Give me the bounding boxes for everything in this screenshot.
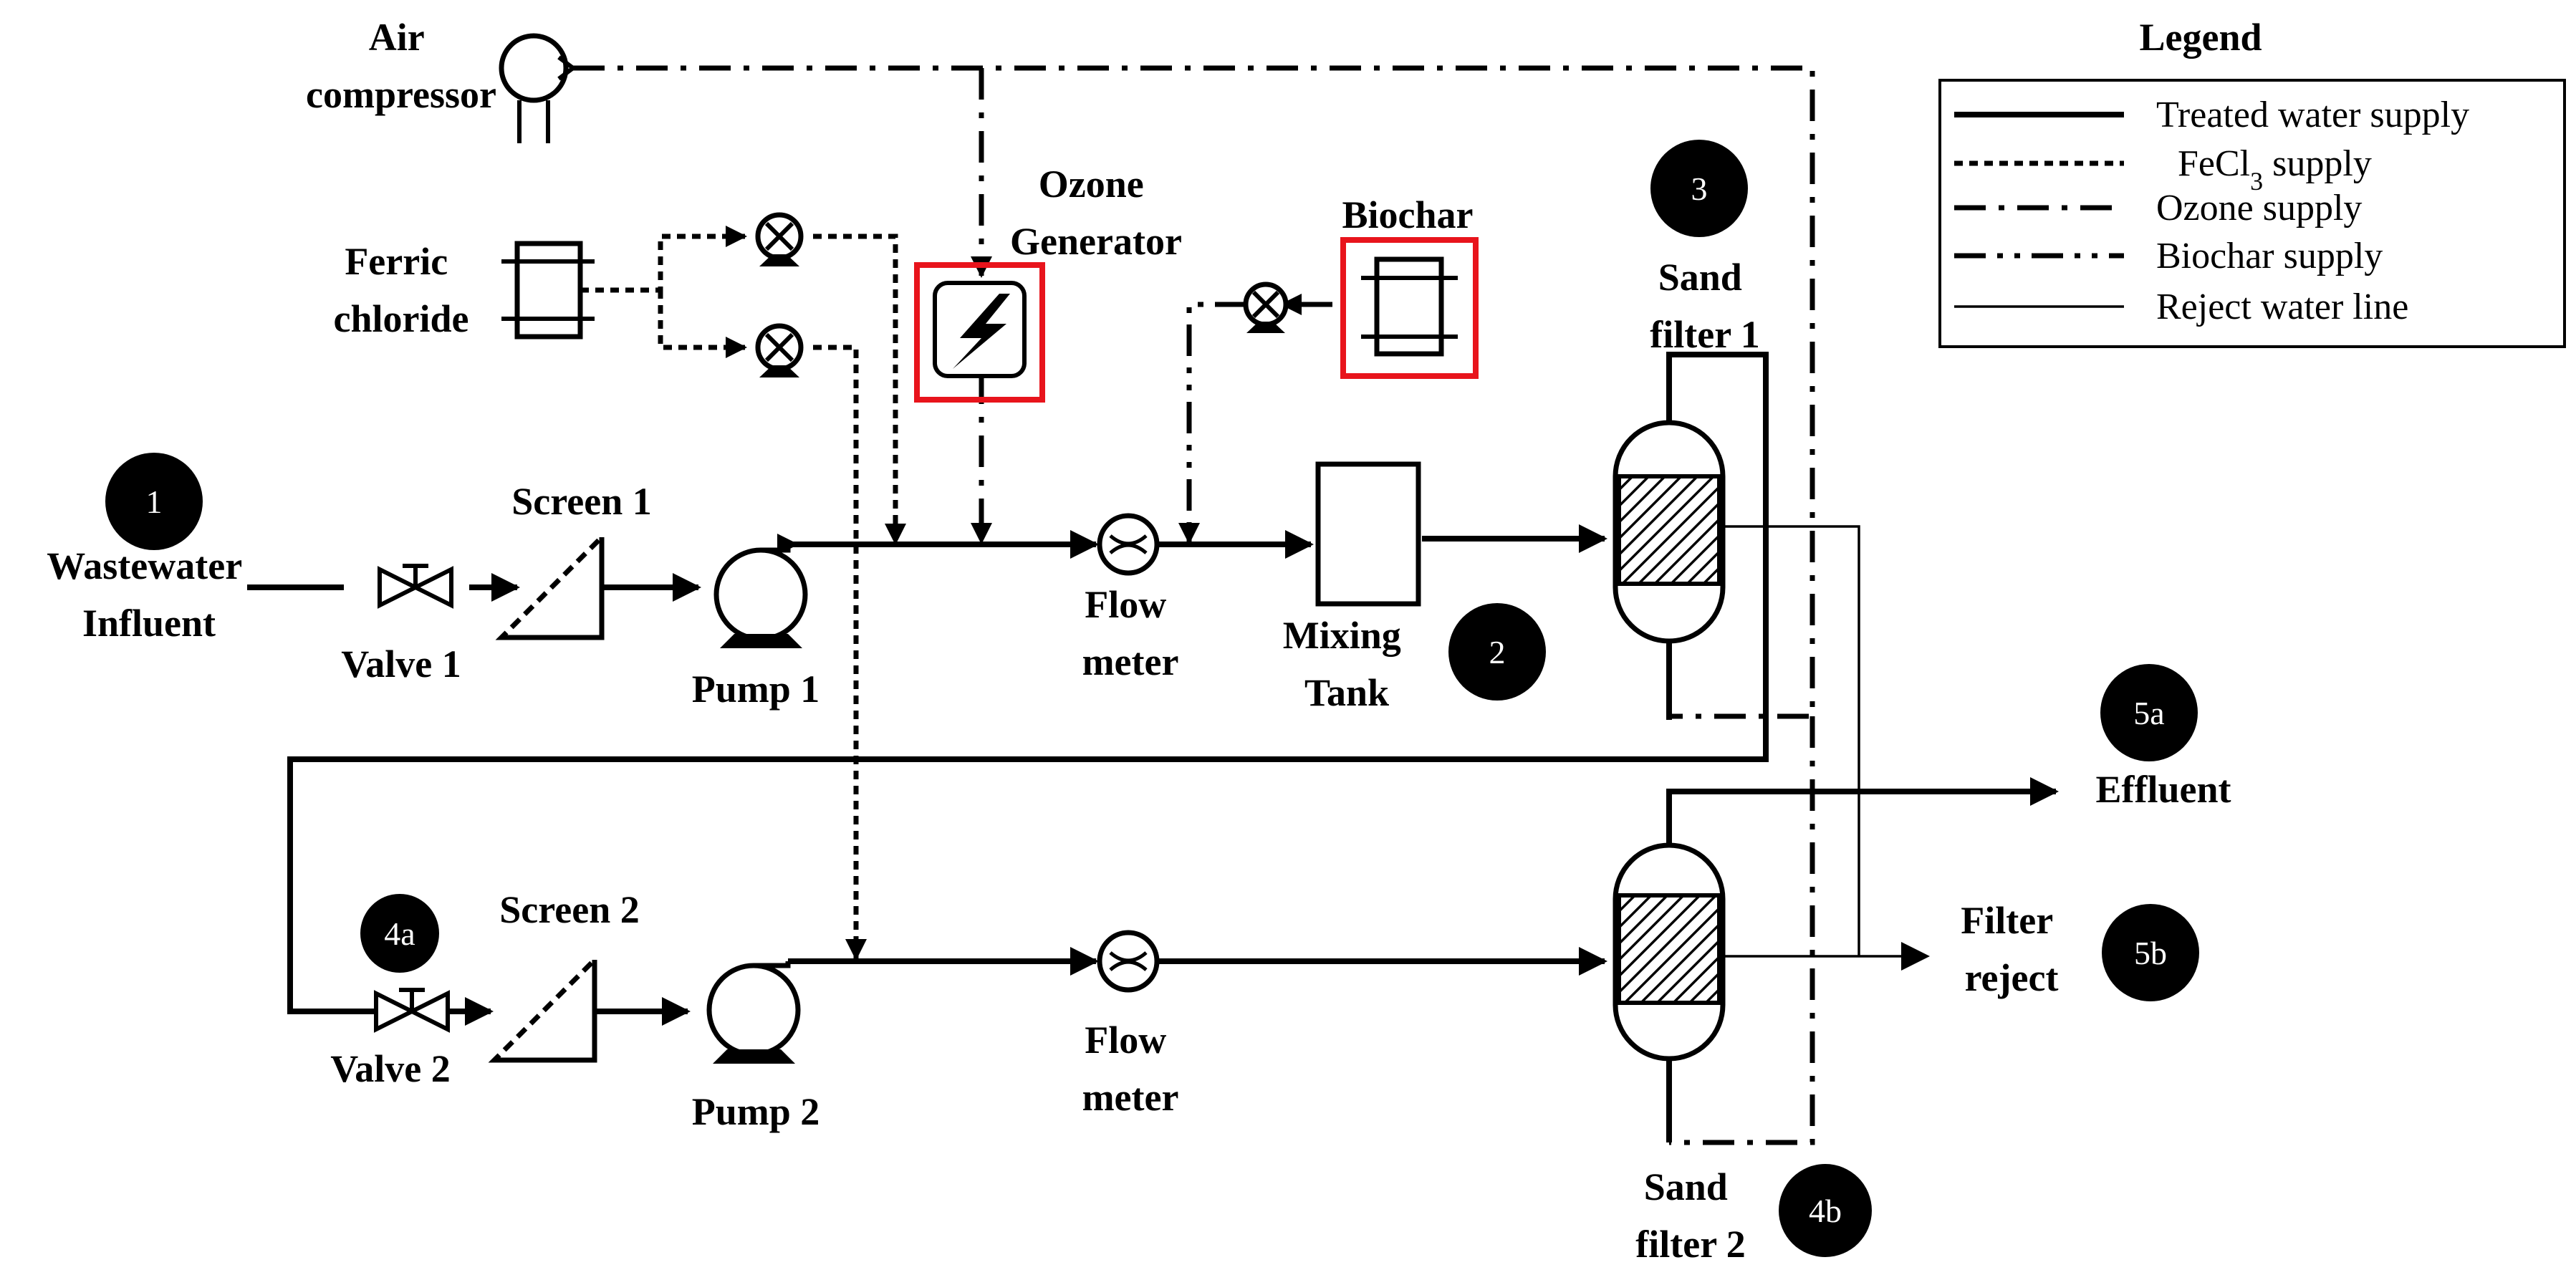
sand-filter-1-icon — [1613, 420, 1726, 644]
legend-item-fecl3: FeCl3 supply — [2178, 143, 2372, 196]
dosing-pump-2-icon — [755, 323, 804, 377]
svg-text:5b: 5b — [2134, 935, 2167, 971]
valve-2-icon — [374, 988, 450, 1033]
sand-filter-1-label: Sand filter 1 — [1650, 256, 1759, 356]
pump-2-label: Pump 2 — [692, 1090, 820, 1133]
ferric-chloride-cartridge-icon — [501, 241, 595, 340]
pump-1-icon — [713, 534, 808, 648]
badge-3: 3 — [1650, 140, 1748, 237]
svg-text:5a: 5a — [2133, 695, 2164, 731]
air-compressor-label: Air compressor — [306, 16, 496, 116]
legend-item-treated-water: Treated water supply — [2156, 95, 2469, 135]
valve-1-label: Valve 1 — [341, 643, 461, 685]
sand-filter-2-label: Sand filter 2 — [1635, 1165, 1745, 1266]
flow-meter-2-label: Flow meter — [1082, 1019, 1179, 1119]
biochar-cartridge-icon — [1340, 237, 1479, 379]
screen-1-label: Screen 1 — [511, 480, 651, 523]
badge-4a: 4a — [360, 894, 439, 973]
effluent-label: Effluent — [2096, 768, 2231, 811]
badge-5a: 5a — [2100, 664, 2198, 761]
reject-water-lines — [1719, 525, 1930, 971]
legend: Legend Treated water supply FeCl3 supply… — [1938, 16, 2566, 348]
svg-text:2: 2 — [1489, 634, 1506, 670]
valve-2-label: Valve 2 — [330, 1047, 451, 1090]
mixing-tank-icon — [1315, 461, 1421, 607]
svg-text:3: 3 — [1691, 170, 1708, 207]
ozone-generator-lightning-icon — [914, 262, 1045, 403]
badge-2: 2 — [1448, 603, 1546, 701]
legend-item-reject: Reject water line — [2156, 287, 2408, 327]
svg-text:4a: 4a — [384, 915, 415, 952]
svg-text:4b: 4b — [1809, 1193, 1842, 1229]
svg-text:1: 1 — [146, 483, 163, 520]
biochar-label: Biochar — [1342, 193, 1474, 236]
ozone-generator-label: Ozone Generator — [1010, 163, 1182, 263]
flow-meter-2-icon — [1097, 930, 1160, 993]
pump-2-icon — [706, 961, 801, 1064]
badge-5b: 5b — [2102, 904, 2199, 1001]
mixing-tank-label: Mixing Tank — [1283, 614, 1411, 714]
biochar-dosing-pump-icon — [1243, 281, 1289, 333]
wastewater-influent-label: Wastewater Influent — [47, 544, 251, 645]
valve-1-icon — [378, 564, 453, 609]
badge-1: 1 — [105, 453, 203, 550]
legend-item-ozone: Ozone supply — [2156, 188, 2362, 228]
legend-title: Legend — [2139, 16, 2262, 59]
legend-box — [1938, 79, 2566, 348]
flow-meter-1-label: Flow meter — [1082, 583, 1179, 683]
screen-2-label: Screen 2 — [499, 888, 639, 931]
filter-reject-label: Filter reject — [1961, 899, 2062, 999]
badge-4b: 4b — [1779, 1164, 1872, 1257]
fecl3-lines — [580, 226, 906, 961]
screen-2-icon — [488, 953, 597, 1063]
sand-filter-2-icon — [1613, 842, 1726, 1062]
screen-1-icon — [495, 531, 605, 640]
air-compressor-icon — [499, 33, 577, 143]
pump-1-label: Pump 1 — [692, 668, 820, 711]
ferric-chloride-label: Ferric chloride — [334, 240, 469, 340]
dosing-pump-1-icon — [755, 212, 804, 266]
biochar-supply-lines — [1178, 294, 1332, 544]
treated-water-lines — [247, 352, 2059, 1142]
flow-meter-1-icon — [1097, 513, 1160, 576]
legend-item-biochar: Biochar supply — [2156, 236, 2383, 276]
